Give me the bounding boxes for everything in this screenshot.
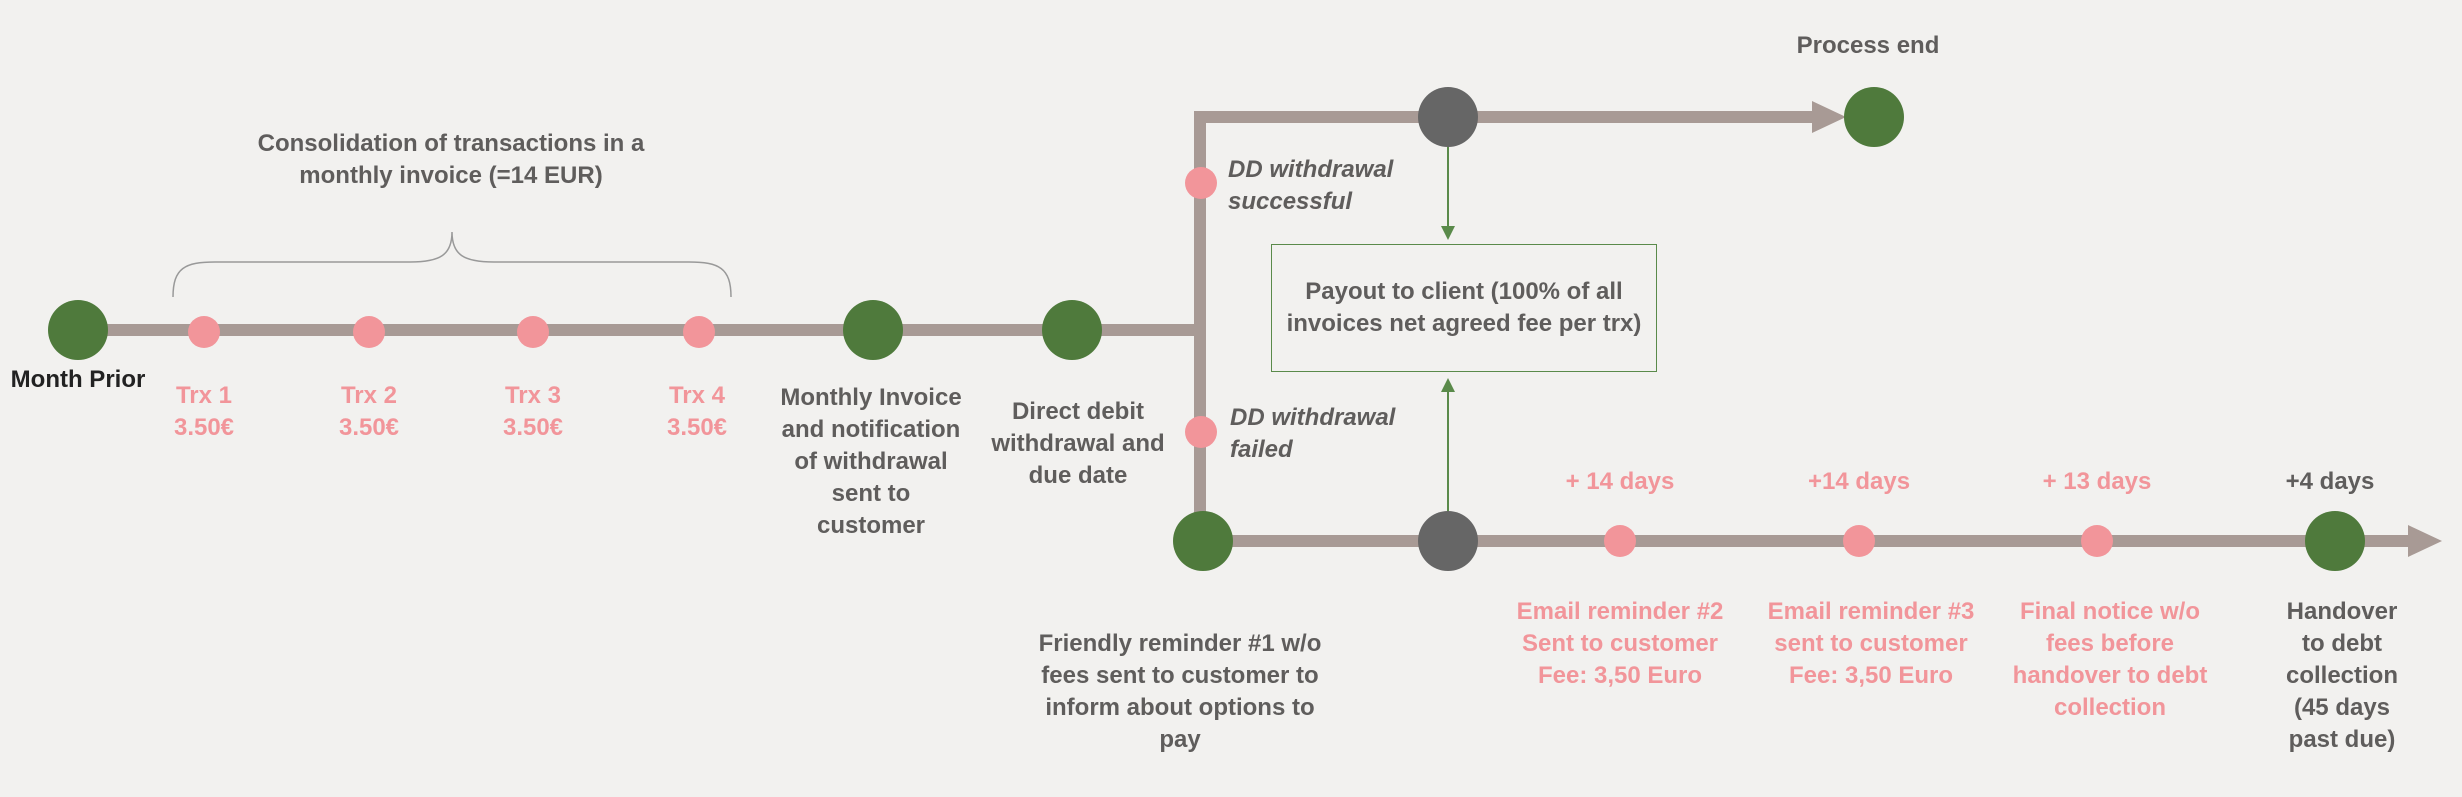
label-email-3: Email reminder #3 sent to customer Fee: … — [1767, 598, 1975, 689]
node-trx-2 — [353, 316, 385, 348]
node-email-2 — [1604, 525, 1636, 557]
label-process-end: Process end — [1796, 32, 1940, 59]
label-handover: Handover to debt collection (45 days pas… — [2285, 598, 2399, 753]
payout-box: Payout to client (100% of all invoices n… — [1271, 244, 1657, 372]
label-plus-14-b: +14 days — [1807, 468, 1911, 495]
node-failed-gray — [1418, 511, 1478, 571]
label-dd-success: DD withdrawal successful — [1228, 156, 1394, 215]
label-month-prior: Month Prior — [10, 366, 146, 393]
label-direct-debit: Direct debit withdrawal and due date — [991, 398, 1165, 489]
node-month-prior — [48, 300, 108, 360]
label-trx-4: Trx 4 3.50€ — [666, 382, 728, 441]
label-monthly-invoice: Monthly Invoice and notification of with… — [780, 384, 962, 539]
label-email-2: Email reminder #2 Sent to customer Fee: … — [1516, 598, 1724, 689]
label-plus-14-a: + 14 days — [1565, 468, 1675, 495]
label-plus-13: + 13 days — [2042, 468, 2152, 495]
label-plus-4: +4 days — [2285, 468, 2375, 495]
node-trx-4 — [683, 316, 715, 348]
label-payout: Payout to client (100% of all invoices n… — [1286, 278, 1642, 337]
payout-arrow-down-head — [1441, 226, 1455, 240]
node-handover — [2305, 511, 2365, 571]
label-final-notice: Final notice w/o fees before handover to… — [2012, 598, 2208, 721]
consolidation-brace — [172, 231, 732, 298]
node-monthly-invoice — [843, 300, 903, 360]
node-process-end — [1844, 87, 1904, 147]
label-friendly-reminder: Friendly reminder #1 w/o fees sent to cu… — [1038, 630, 1322, 753]
node-friendly-reminder — [1173, 511, 1233, 571]
node-dd-success — [1185, 167, 1217, 199]
node-success-gray — [1418, 87, 1478, 147]
label-dd-failed: DD withdrawal failed — [1230, 404, 1396, 463]
node-trx-1 — [188, 316, 220, 348]
label-trx-2: Trx 2 3.50€ — [338, 382, 400, 441]
label-consolidation: Consolidation of transactions in a month… — [257, 130, 645, 189]
failed-arrowhead — [2408, 525, 2442, 557]
success-arrowhead — [1812, 101, 1846, 133]
label-trx-1: Trx 1 3.50€ — [173, 382, 235, 441]
node-email-3 — [1843, 525, 1875, 557]
payout-arrow-up-head — [1441, 378, 1455, 392]
node-dd-failed — [1185, 416, 1217, 448]
label-trx-3: Trx 3 3.50€ — [502, 382, 564, 441]
node-final-notice — [2081, 525, 2113, 557]
node-trx-3 — [517, 316, 549, 348]
node-direct-debit — [1042, 300, 1102, 360]
